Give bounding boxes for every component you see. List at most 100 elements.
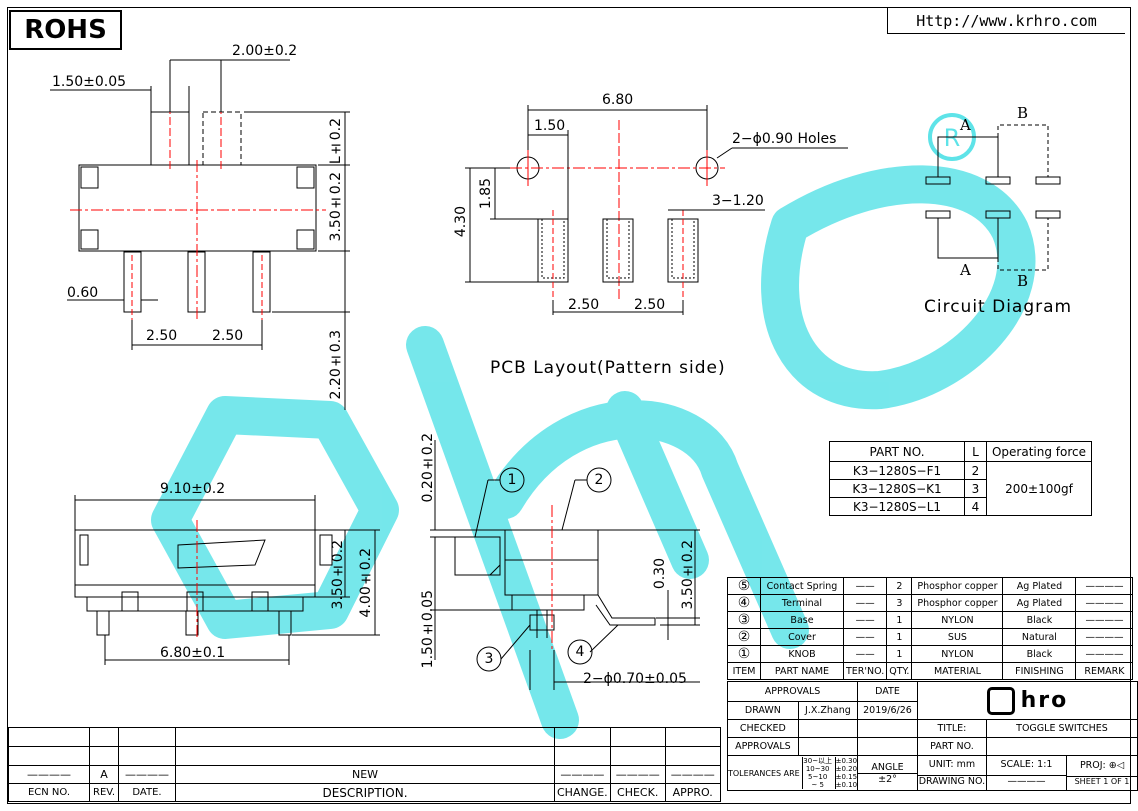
part-row-1-l: 2 — [964, 461, 987, 480]
circuit-label-b-top: B — [1017, 104, 1029, 122]
callout-2: 2 — [594, 472, 604, 488]
dim-pcb-150: 1.50 — [534, 118, 566, 134]
tb-title: TOGGLE SWITCHES — [985, 719, 1138, 738]
callout-1: 1 — [507, 472, 517, 488]
front-view — [74, 495, 380, 665]
bom-cell: ③ — [727, 611, 761, 629]
dim-pcb-p1: 2.50 — [568, 297, 600, 313]
tb-part-no: PART NO. — [916, 737, 987, 756]
bom-header-qty: QTY. — [886, 662, 913, 680]
bom-cell: ———— — [1075, 645, 1134, 663]
rohs-label: ROHS — [9, 10, 122, 50]
rev-date: DATE. — [118, 783, 176, 802]
rev-appro-val: ———— — [664, 765, 721, 784]
dim-pcb-slot: 3−1.20 — [712, 193, 764, 209]
bom-cell: 1 — [886, 645, 913, 663]
circuit-diagram — [925, 124, 1061, 271]
callout-3: 3 — [484, 651, 494, 667]
dim-side-pins: 2−ϕ0.70±0.05 — [583, 671, 687, 687]
bom-cell: Phosphor copper — [911, 577, 1004, 595]
bom-cell: ④ — [727, 594, 761, 612]
bom-cell: —— — [842, 628, 888, 646]
bom-cell: Ag Plated — [1002, 594, 1077, 612]
bom-cell: KNOB — [760, 645, 844, 663]
bom-cell: Black — [1002, 611, 1077, 629]
bom-cell: ② — [727, 628, 761, 646]
bom-cell: Contact Spring — [760, 577, 844, 595]
dim-front-w: 9.10±0.2 — [160, 481, 226, 497]
dim-front-h1: 3.50±0.2 — [330, 540, 346, 610]
side-view — [430, 440, 700, 690]
top-view — [50, 59, 350, 410]
tb-logo: hro — [916, 681, 1138, 720]
tb-title-label: TITLE: — [916, 719, 987, 738]
rev-change-val: ———— — [554, 765, 611, 784]
dim-pcb-w: 6.80 — [602, 92, 634, 108]
tb-scale: SCALE: 1:1———— — [985, 755, 1068, 791]
circuit-label-a-top: A — [960, 116, 971, 134]
bom-cell: Terminal — [760, 594, 844, 612]
dim-side-350: 3.50±0.2 — [680, 540, 696, 610]
tb-proj: PROJ: ⊕◁SHEET 1 OF 1 — [1066, 755, 1138, 791]
circuit-label-b-bottom: B — [1017, 272, 1029, 290]
part-row-2-l: 3 — [964, 479, 987, 498]
part-row-3-l: 4 — [964, 497, 987, 516]
dim-top-p2: 2.50 — [212, 328, 244, 344]
tb-checked: CHECKED — [727, 719, 799, 738]
rev-appro: APPRO. — [664, 783, 721, 802]
rev-desc: DESCRIPTION. — [175, 783, 555, 802]
bom-cell: ① — [727, 645, 761, 663]
part-header-l: L — [964, 441, 987, 462]
bom-cell: 1 — [886, 611, 913, 629]
dim-pcb-185: 1.85 — [478, 178, 494, 210]
rev-desc-val: NEW — [175, 765, 555, 784]
bom-cell: Base — [760, 611, 844, 629]
bom-cell: NYLON — [911, 645, 1004, 663]
bom-cell: Phosphor copper — [911, 594, 1004, 612]
circuit-label-a-bottom: A — [960, 261, 971, 279]
dim-front-w2: 6.80±0.1 — [160, 645, 226, 661]
dim-top-p1: 2.50 — [146, 328, 178, 344]
dim-top-pin: 0.60 — [67, 285, 99, 301]
dim-side-030: 0.30 — [652, 558, 668, 590]
revision-block: ————A————NEW———————————— ECN NO.REV.DATE… — [8, 727, 721, 802]
bom-header-remark: REMARK — [1075, 662, 1134, 680]
dim-top-l: L±0.2 — [328, 118, 344, 165]
rev-date-val: ———— — [118, 765, 176, 784]
bom-cell: ———— — [1075, 611, 1134, 629]
callout-4: 4 — [575, 644, 585, 660]
tb-drawn-date: 2019/6/26 — [857, 701, 918, 720]
dim-front-h2: 4.00±0.2 — [358, 548, 374, 618]
bom-cell: ———— — [1075, 577, 1134, 595]
tb-angle: ANGLE±2° — [857, 755, 918, 791]
tb-approvals: APPROVALS — [726, 681, 859, 702]
bom-cell: ———— — [1075, 628, 1134, 646]
bom-cell: Cover — [760, 628, 844, 646]
dim-side-020: 0.20±0.2 — [420, 433, 436, 503]
drawing-frame — [7, 7, 1131, 804]
part-force: 200±100gf — [986, 461, 1092, 516]
bom-cell: ⑤ — [727, 577, 761, 595]
bom-cell: SUS — [911, 628, 1004, 646]
dim-top-w1: 1.50±0.05 — [52, 74, 127, 90]
rev-ecn-val: ———— — [8, 765, 90, 784]
part-row-1-no: K3−1280S−F1 — [829, 461, 965, 480]
bom-header-material: MATERIAL — [911, 662, 1004, 680]
bom-cell: NYLON — [911, 611, 1004, 629]
dim-top-h: 3.50±0.2 — [328, 172, 344, 242]
circuit-caption: Circuit Diagram — [924, 297, 1073, 317]
bom-cell: ———— — [1075, 594, 1134, 612]
rev-rev: REV. — [89, 783, 119, 802]
bom-cell: Ag Plated — [1002, 577, 1077, 595]
dim-side-150: 1.50±0.05 — [420, 590, 436, 669]
bom-cell: 1 — [886, 628, 913, 646]
